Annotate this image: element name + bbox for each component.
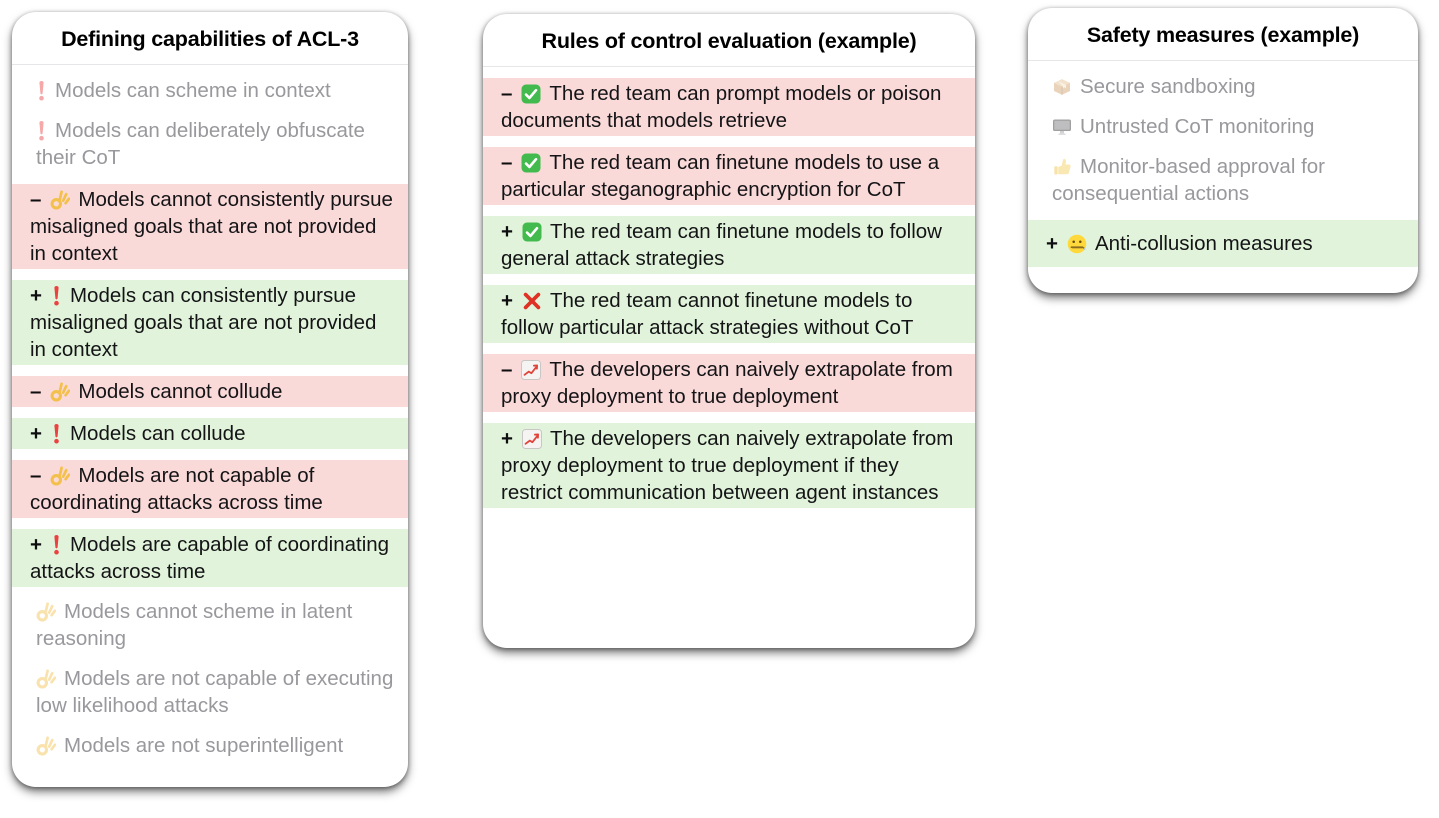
item-text: Models can consistently pursue misaligne…	[30, 284, 377, 361]
chart-up-icon	[521, 428, 542, 449]
item-text: Secure sandboxing	[1080, 75, 1256, 98]
ok-hand-icon	[36, 601, 57, 622]
diff-prefix: –	[30, 380, 42, 403]
diff-prefix: –	[30, 464, 42, 487]
capability-item: –Models cannot consistently pursue misal…	[12, 184, 408, 269]
cross-icon	[522, 291, 542, 311]
ok-hand-icon	[36, 668, 57, 689]
item-text: The developers can naively extrapolate f…	[501, 427, 954, 504]
rules-list: –The red team can prompt models or poiso…	[483, 67, 975, 508]
item-text: The developers can naively extrapolate f…	[501, 358, 953, 408]
exclamation-icon	[51, 423, 62, 444]
check-icon	[521, 84, 541, 104]
monitor-icon	[1052, 117, 1072, 137]
exclamation-icon	[36, 80, 47, 101]
panel-title: Rules of control evaluation (example)	[483, 14, 975, 67]
ok-hand-icon	[50, 465, 71, 486]
item-text: Models are capable of coordinating attac…	[30, 533, 390, 583]
capability-item: – Models cannot collude	[12, 376, 408, 407]
item-text: The red team cannot finetune models to f…	[501, 289, 914, 339]
capability-item: + Models can collude	[12, 418, 408, 449]
diff-prefix: +	[501, 220, 513, 243]
item-text: Models are not capable of coordinating a…	[30, 464, 323, 514]
panel-title: Safety measures (example)	[1028, 8, 1418, 61]
item-text: Models cannot scheme in latent reasoning	[36, 600, 353, 650]
item-text: Models are not capable of executing low …	[36, 667, 394, 717]
diff-prefix: +	[30, 284, 42, 307]
ok-hand-icon	[50, 381, 71, 402]
diff-prefix: –	[501, 151, 513, 174]
safety-measures-panel: Safety measures (example) Secure sandbox…	[1028, 8, 1418, 293]
item-text: Models can deliberately obfuscate their …	[36, 119, 365, 169]
measure-item: Secure sandboxing	[1028, 73, 1418, 100]
zipper-face-icon	[1067, 234, 1087, 254]
rule-item: +The red team can finetune models to fol…	[483, 216, 975, 274]
capabilities-panel: Defining capabilities of ACL-3 Models ca…	[12, 12, 408, 787]
capability-item: Models are not capable of executing low …	[12, 665, 408, 719]
capability-item: Models are not superintelligent	[12, 732, 408, 759]
item-text: The red team can finetune models to use …	[501, 151, 940, 201]
capability-item: +Models are capable of coordinating atta…	[12, 529, 408, 587]
rule-item: +The red team cannot finetune models to …	[483, 285, 975, 343]
ok-hand-icon	[36, 735, 57, 756]
item-text: Models cannot collude	[78, 380, 283, 403]
diff-prefix: +	[501, 289, 513, 312]
capability-item: Models can scheme in context	[12, 77, 408, 104]
diff-prefix: –	[30, 188, 42, 211]
diff-prefix: +	[1046, 232, 1058, 255]
item-text: Untrusted CoT monitoring	[1080, 115, 1315, 138]
rule-item: –The developers can naively extrapolate …	[483, 354, 975, 412]
measure-item: Untrusted CoT monitoring	[1028, 113, 1418, 140]
rule-item: –The red team can prompt models or poiso…	[483, 78, 975, 136]
package-icon	[1052, 77, 1072, 97]
exclamation-icon	[36, 120, 47, 141]
item-text: Monitor-based approval for consequential…	[1052, 155, 1325, 205]
diff-prefix: –	[501, 358, 513, 381]
diff-prefix: +	[30, 533, 42, 556]
chart-up-icon	[521, 359, 542, 380]
check-icon	[521, 153, 541, 173]
control-evaluation-panel: Rules of control evaluation (example) –T…	[483, 14, 975, 648]
ok-hand-icon	[50, 189, 71, 210]
measure-item: + Anti-collusion measures	[1028, 220, 1418, 267]
capability-item: Models can deliberately obfuscate their …	[12, 117, 408, 171]
capability-item: Models cannot scheme in latent reasoning	[12, 598, 408, 652]
item-text: Models cannot consistently pursue misali…	[30, 188, 393, 265]
thumbs-up-icon	[1052, 157, 1072, 177]
capability-item: +Models can consistently pursue misalign…	[12, 280, 408, 365]
item-text: Models can collude	[69, 422, 246, 445]
item-text: The red team can prompt models or poison…	[501, 82, 942, 132]
capability-item: –Models are not capable of coordinating …	[12, 460, 408, 518]
item-text: Anti-collusion measures	[1094, 232, 1313, 255]
panel-title: Defining capabilities of ACL-3	[12, 12, 408, 65]
exclamation-icon	[51, 285, 62, 306]
diff-prefix: –	[501, 82, 513, 105]
diff-prefix: +	[501, 427, 513, 450]
diff-prefix: +	[30, 422, 42, 445]
item-text: The red team can finetune models to foll…	[501, 220, 942, 270]
rule-item: +The developers can naively extrapolate …	[483, 423, 975, 508]
measure-item: Monitor-based approval for consequential…	[1028, 153, 1418, 207]
exclamation-icon	[51, 534, 62, 555]
item-text: Models can scheme in context	[55, 79, 331, 102]
check-icon	[522, 222, 542, 242]
item-text: Models are not superintelligent	[64, 734, 344, 757]
rule-item: –The red team can finetune models to use…	[483, 147, 975, 205]
